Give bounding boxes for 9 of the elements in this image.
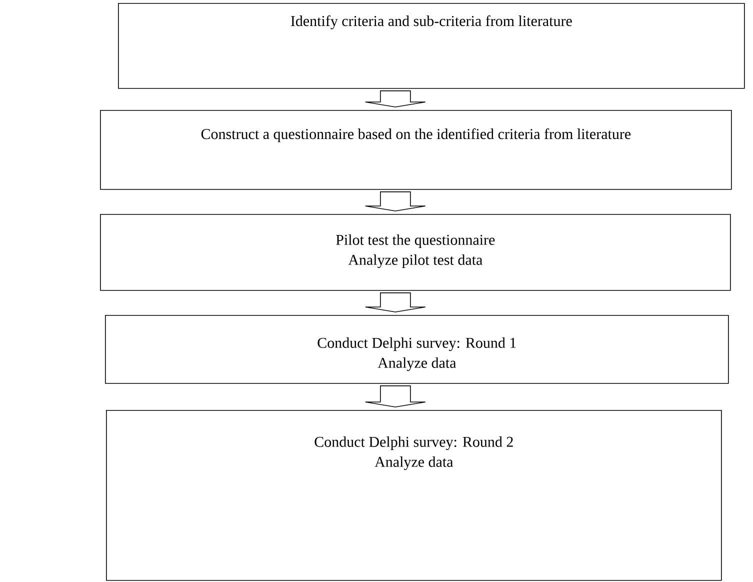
process-box: Conduct Delphi survey: Round 2 Analyze data bbox=[106, 410, 722, 581]
process-box: Identify criteria and sub-criteria from literature bbox=[118, 3, 745, 89]
process-box: Construct a questionnaire based on the identified criteria from literature bbox=[100, 110, 732, 190]
block-arrow bbox=[365, 90, 426, 108]
process-box: Pilot test the questionnaire Analyze pilot test data bbox=[100, 214, 731, 291]
process-box: Conduct Delphi survey: Round 1 Analyze data bbox=[105, 315, 729, 384]
block-arrow bbox=[365, 385, 426, 408]
block-arrow bbox=[365, 191, 426, 212]
block-arrow bbox=[365, 292, 426, 312]
